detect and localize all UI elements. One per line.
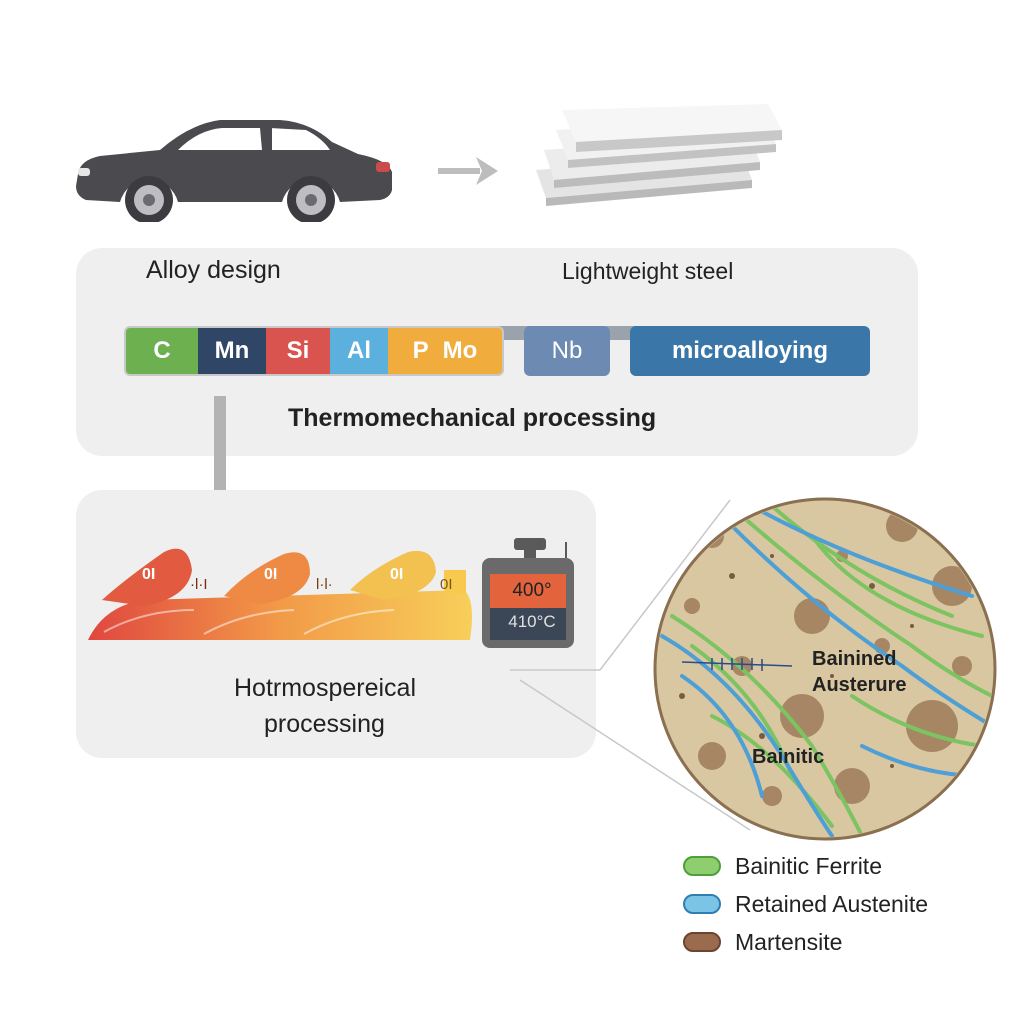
legend-swatch <box>683 856 721 876</box>
element-symbol: C <box>153 337 171 364</box>
zoom-lines <box>510 499 751 831</box>
legend-label: Martensite <box>735 928 843 955</box>
nb-label: Nb <box>551 337 583 364</box>
element-symbol: P <box>412 337 429 364</box>
roller-sub: ·l·I <box>190 576 208 593</box>
temperature-bottom: 410°C <box>508 612 556 631</box>
legend-label: Bainitic Ferrite <box>735 852 882 879</box>
element-chip-si: Si <box>266 328 330 374</box>
element-symbol: Mn <box>214 337 250 364</box>
microalloying-label: microalloying <box>671 337 829 364</box>
temperature-gauge-icon <box>482 538 574 648</box>
roller-mark: 0I <box>142 566 156 583</box>
roller-mark: 0I <box>264 566 278 583</box>
roller-mark: 0I <box>390 566 404 583</box>
legend-item-bainitic-ferrite: Bainitic Ferrite <box>683 852 882 880</box>
lightweight-steel-label: Lightweight steel <box>562 258 734 284</box>
car-icon <box>76 120 392 222</box>
thermomechanical-processing-label: Thermomechanical processing <box>288 404 657 432</box>
element-symbol: Mo <box>442 337 478 364</box>
microstructure-label-austenite-2: Austerure <box>812 674 907 696</box>
microstructure-view <box>653 497 997 841</box>
alloy-design-label: Alloy design <box>146 256 281 284</box>
hot-processing-title-line2: processing <box>264 710 385 738</box>
element-chip-p-mo: P Mo <box>388 328 502 374</box>
legend-item-retained-austenite: Retained Austenite <box>683 890 928 918</box>
legend-label: Retained Austenite <box>735 890 929 917</box>
hot-processing-title-line1: Hotrmospereical <box>234 674 417 702</box>
steel-sheets-icon <box>536 104 782 206</box>
element-chip-al: Al <box>330 328 388 374</box>
rolling-mill-illustration <box>88 548 472 640</box>
legend-item-martensite: Martensite <box>683 928 842 956</box>
microstructure-label-austenite-1: Bainined <box>812 648 897 670</box>
element-chip-row: C Mn Si Al P Mo <box>124 326 504 376</box>
element-symbol: Si <box>286 337 310 364</box>
element-symbol: Al <box>347 337 371 364</box>
legend-swatch <box>683 932 721 952</box>
element-chip-mn: Mn <box>198 328 266 374</box>
legend-swatch <box>683 894 721 914</box>
nb-chip: Nb <box>524 326 610 376</box>
roller-sub: l·l· <box>316 576 333 593</box>
element-chip-c: C <box>126 328 198 374</box>
microalloying-chip: microalloying <box>630 326 870 376</box>
roller-sub: 0I <box>440 576 453 593</box>
microstructure-label-bainitic: Bainitic <box>752 746 825 768</box>
arrow-right-icon <box>438 157 498 185</box>
temperature-top: 400° <box>512 580 552 601</box>
